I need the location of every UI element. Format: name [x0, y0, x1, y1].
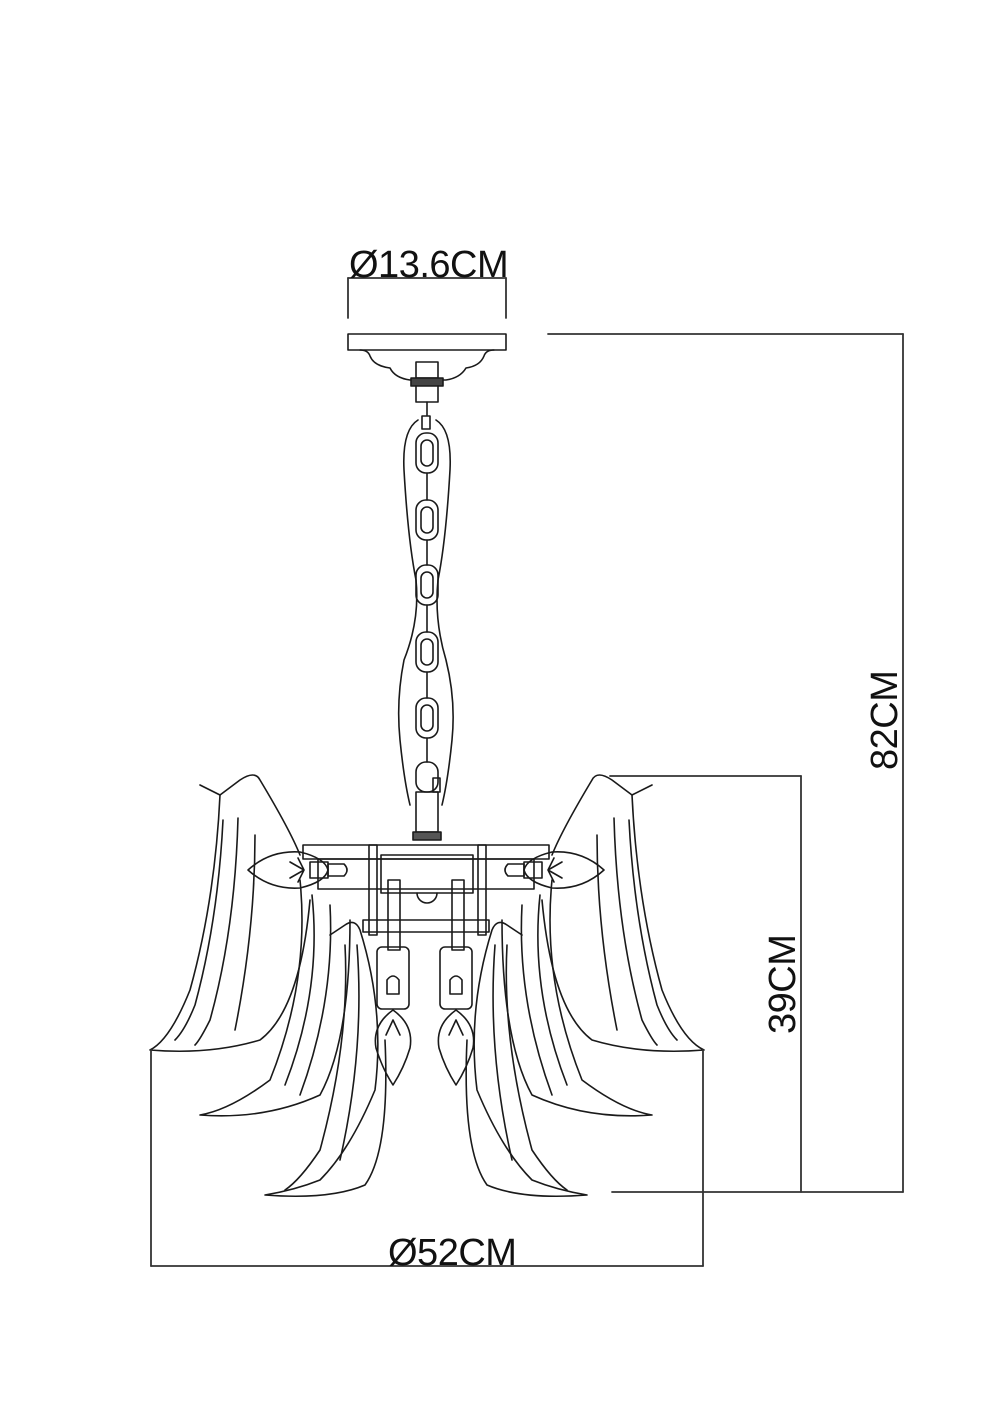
body-height-label: 39CM	[762, 934, 804, 1034]
glass-petals-left	[149, 774, 387, 1198]
height-39-dimension-lines	[609, 775, 802, 1193]
center-bulb-left	[374, 946, 412, 1086]
glass-petals-right	[465, 774, 705, 1198]
diameter-52-dimension-lines	[150, 1049, 704, 1267]
side-bulb-left	[247, 851, 348, 889]
canopy-diameter-label: Ø13.6CM	[349, 244, 509, 286]
central-frame	[302, 844, 550, 951]
side-bulb-right	[504, 851, 605, 889]
total-height-label: 82CM	[864, 670, 906, 770]
center-bulb-right	[437, 946, 475, 1086]
canopy-dimension-lines	[347, 277, 507, 319]
body-diameter-label: Ø52CM	[388, 1232, 517, 1274]
canopy	[347, 333, 507, 403]
chain	[397, 401, 454, 841]
height-82-dimension-lines	[547, 333, 904, 1193]
